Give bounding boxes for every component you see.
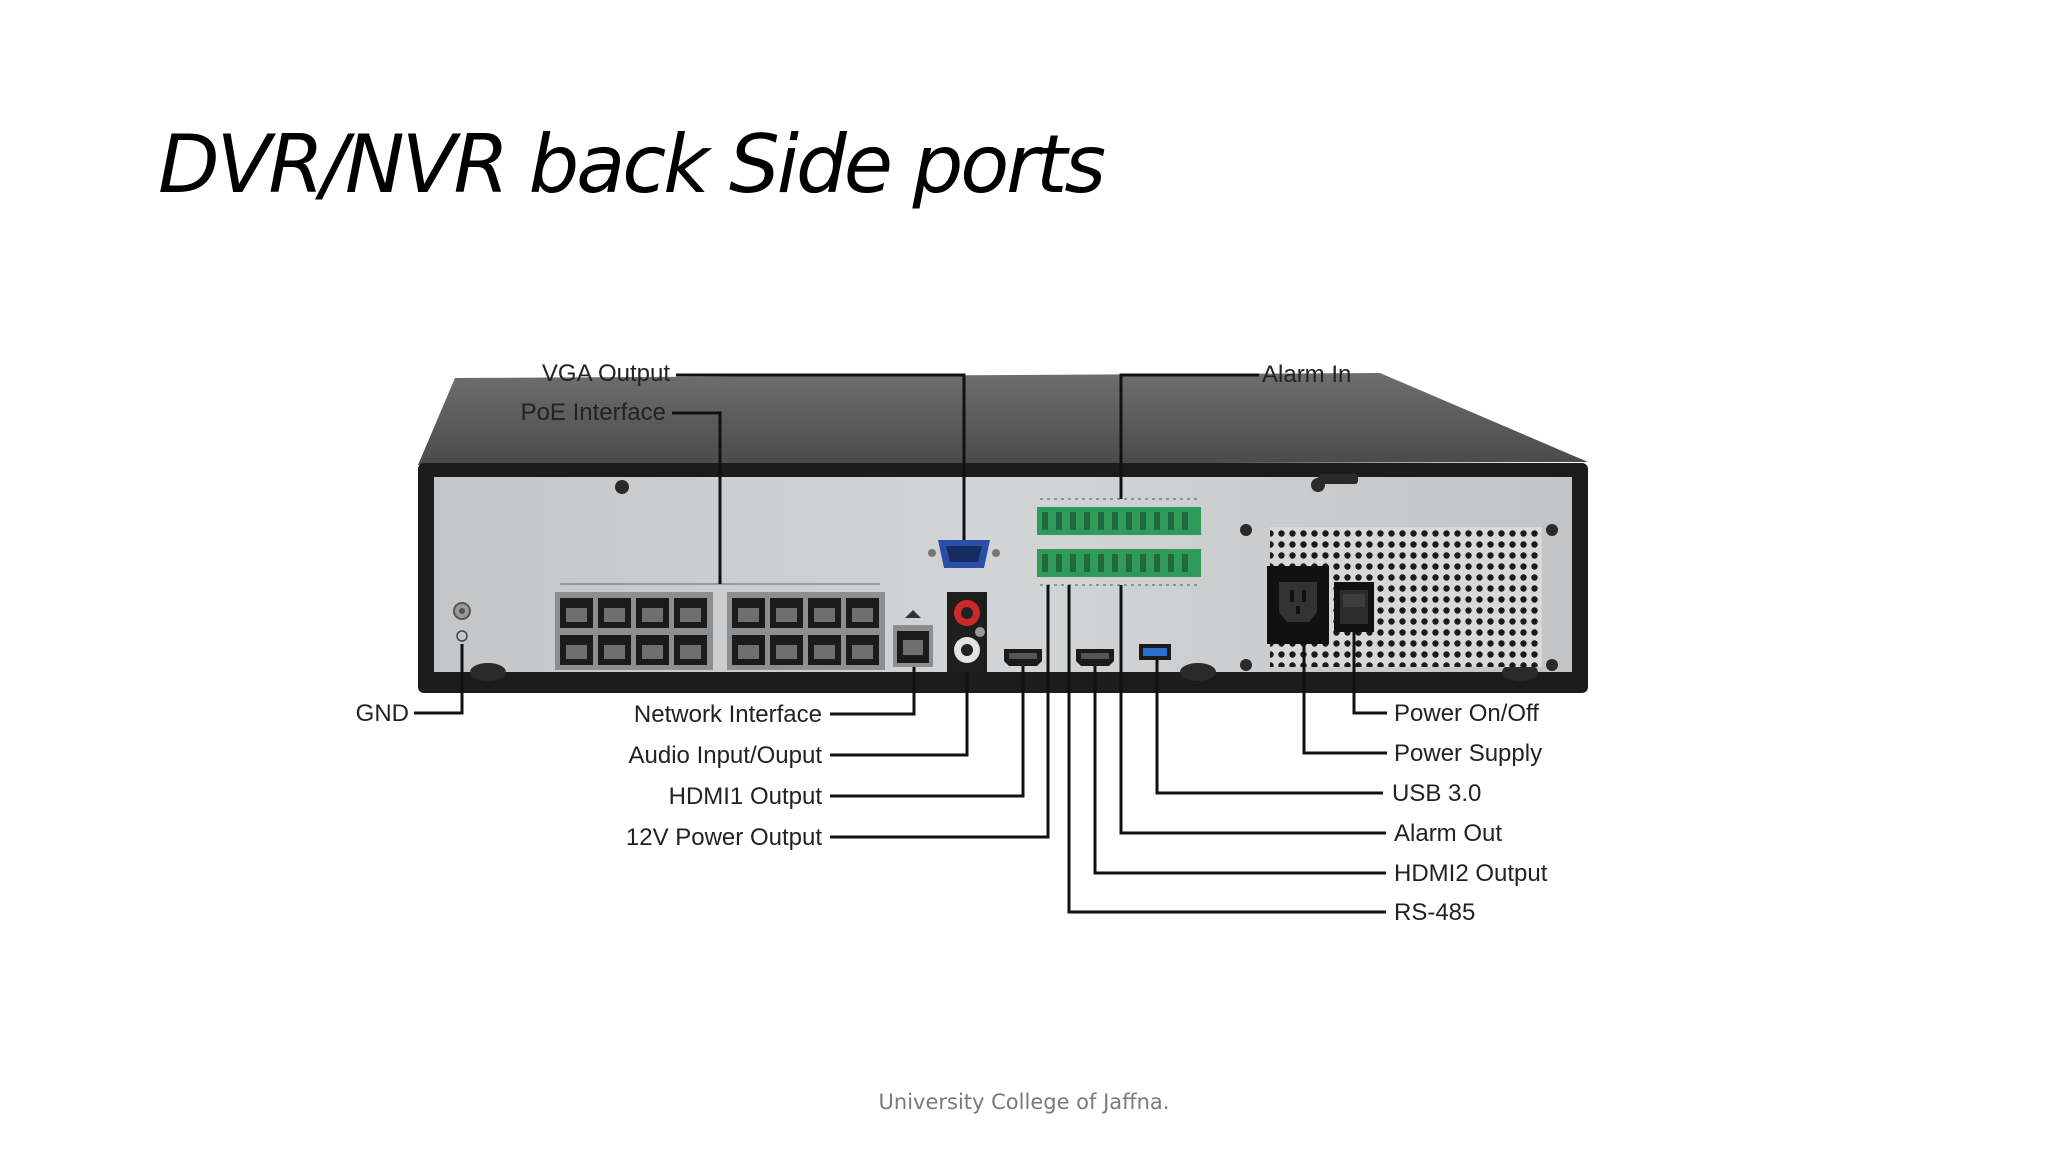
label-usb3: USB 3.0 [1392,780,1481,807]
slide-title: DVR/NVR back Side ports [158,118,1106,211]
leader-alarm-out [1119,585,1386,835]
label-audio-io: Audio Input/Ouput [629,742,823,769]
audio-jacks [947,592,987,672]
label-poe-interface: PoE Interface [521,399,666,426]
label-12v-power-output: 12V Power Output [626,824,822,851]
chassis-foot [1180,663,1216,681]
poe-ports [555,583,885,670]
screw-icon [1240,524,1252,536]
leader-hdmi1 [830,666,1025,798]
leader-power-onoff [1352,632,1387,715]
leader-rs485 [1067,585,1386,914]
leader-12v [830,585,1050,839]
power-inlet [1267,566,1329,644]
screw-icon [1240,659,1252,671]
leader-gnd [414,644,464,715]
hdmi2-port [1076,649,1114,666]
leader-usb [1155,660,1383,795]
leader-alarm-in [1119,373,1259,499]
leader-network [830,667,916,716]
screw-icon [1546,659,1558,671]
usb3-port [1139,644,1171,660]
label-hdmi1-output: HDMI1 Output [669,783,823,810]
gnd-terminal [453,602,471,642]
label-gnd: GND [356,700,409,727]
slide-footer: University College of Jaffna. [878,1090,1170,1114]
label-alarm-out: Alarm Out [1394,820,1502,847]
power-switch [1334,582,1374,632]
label-power-supply: Power Supply [1394,740,1542,767]
network-port [893,610,933,667]
leader-audio [830,672,969,757]
vga-port [928,540,1000,568]
label-vga-output: VGA Output [542,360,670,387]
hdmi1-port [1004,649,1042,666]
label-hdmi2-output: HDMI2 Output [1394,860,1548,887]
chassis-foot [470,663,506,681]
screw-icon [1546,524,1558,536]
chassis-foot [1502,663,1538,681]
chassis-top [418,373,1588,465]
top-handle [1318,474,1358,484]
label-alarm-in: Alarm In [1262,361,1351,388]
label-rs485: RS-485 [1394,899,1475,926]
leader-poe [672,411,722,584]
alarm-terminals [1037,498,1201,586]
leader-vga [676,373,966,540]
screw-icon [615,480,629,494]
label-power-on-off: Power On/Off [1394,700,1539,727]
leader-hdmi2 [1093,666,1386,875]
label-network-interface: Network Interface [634,701,822,728]
leader-power-supply [1302,644,1387,755]
